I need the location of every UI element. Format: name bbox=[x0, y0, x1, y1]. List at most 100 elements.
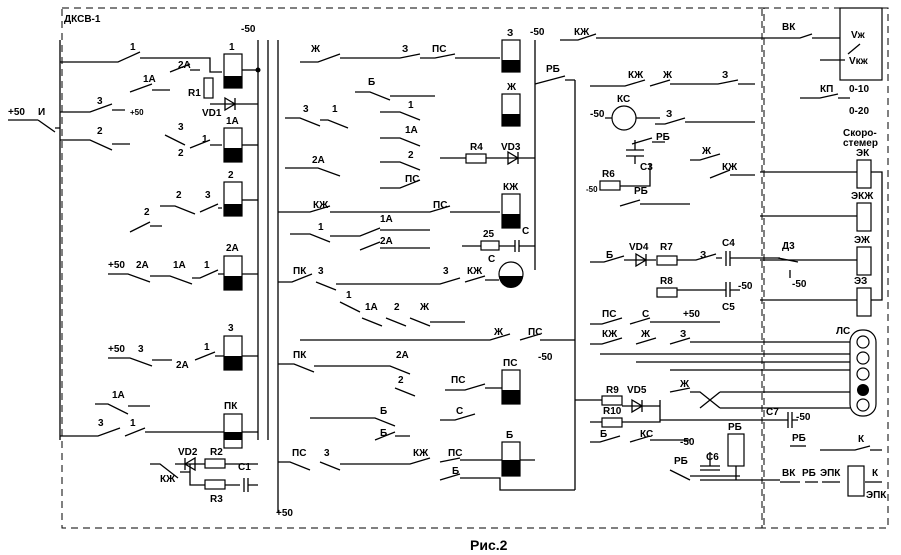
svg-text:VD2: VD2 bbox=[178, 447, 198, 458]
range-0-10: 0-10 bbox=[849, 84, 869, 95]
svg-text:R3: R3 bbox=[210, 494, 223, 505]
svg-text:1: 1 bbox=[408, 100, 414, 111]
svg-text:+50: +50 bbox=[108, 260, 125, 271]
svg-text:С6: С6 bbox=[706, 452, 719, 463]
relay-B-mid: Б bbox=[501, 430, 521, 477]
relay-PS: ПС bbox=[501, 358, 521, 405]
svg-text:-50: -50 bbox=[538, 352, 553, 363]
svg-text:1: 1 bbox=[318, 222, 324, 233]
svg-text:3: 3 bbox=[205, 190, 211, 201]
relay-3: 3 bbox=[223, 323, 243, 371]
svg-text:2А: 2А bbox=[176, 360, 189, 371]
svg-text:КЖ: КЖ bbox=[467, 266, 483, 277]
bus-p50-bottom: +50 bbox=[276, 508, 293, 519]
n25: 25 bbox=[483, 229, 495, 240]
svg-text:-50: -50 bbox=[738, 281, 753, 292]
svg-text:ПС: ПС bbox=[451, 375, 465, 386]
svg-text:R10: R10 bbox=[603, 406, 622, 417]
caption: Рис.2 bbox=[470, 537, 508, 553]
svg-text:2А: 2А bbox=[226, 243, 239, 254]
svg-text:3: 3 bbox=[318, 266, 324, 277]
svg-text:ПС: ПС bbox=[405, 174, 419, 185]
svg-text:ЭК: ЭК bbox=[856, 148, 870, 159]
svg-text:R6: R6 bbox=[602, 169, 615, 180]
relay-Zh: Ж bbox=[501, 82, 521, 127]
svg-text:ПС: ПС bbox=[528, 327, 542, 338]
svg-text:VD1: VD1 bbox=[202, 108, 222, 119]
svg-text:ЭКЖ: ЭКЖ bbox=[851, 191, 874, 202]
R6: R6 bbox=[599, 169, 621, 191]
cab-frame bbox=[761, 7, 889, 529]
contact-I: И bbox=[38, 107, 45, 118]
svg-text:З: З bbox=[402, 44, 408, 55]
R9: R9 bbox=[601, 385, 623, 406]
svg-text:2: 2 bbox=[178, 148, 184, 159]
svg-text:ПС: ПС bbox=[448, 448, 462, 459]
svg-text:1: 1 bbox=[332, 104, 338, 115]
R3: R3 bbox=[204, 479, 226, 505]
svg-text:ПК: ПК bbox=[224, 401, 238, 412]
svg-text:С: С bbox=[488, 254, 495, 265]
svg-text:КЖ: КЖ bbox=[413, 448, 429, 459]
svg-text:КС: КС bbox=[617, 94, 630, 105]
svg-text:РБ: РБ bbox=[802, 468, 816, 479]
svg-text:З: З bbox=[507, 28, 513, 39]
lamp-EZh bbox=[856, 246, 872, 276]
svg-text:3: 3 bbox=[324, 448, 330, 459]
svg-text:1А: 1А bbox=[112, 390, 125, 401]
lamp-EK bbox=[856, 159, 872, 189]
svg-text:Б: Б bbox=[380, 406, 387, 417]
svg-text:-50: -50 bbox=[796, 412, 811, 423]
svg-text:1А: 1А bbox=[365, 302, 378, 313]
svg-text:Ж: Ж bbox=[419, 302, 430, 313]
relay-PK: ПК bbox=[223, 401, 243, 449]
contact-3-r2: 3 bbox=[97, 96, 103, 107]
svg-text:C3: C3 bbox=[640, 162, 653, 173]
svg-text:КЖ: КЖ bbox=[628, 70, 644, 81]
R8: R8 bbox=[656, 276, 678, 298]
range-0-20: 0-20 bbox=[849, 106, 869, 117]
svg-text:С: С bbox=[456, 406, 463, 417]
svg-text:ЭПК: ЭПК bbox=[820, 468, 841, 479]
speedometer-2: стемер bbox=[843, 138, 878, 149]
svg-text:Ж: Ж bbox=[662, 70, 673, 81]
svg-text:VD3: VD3 bbox=[501, 142, 521, 153]
svg-text:С: С bbox=[642, 309, 649, 320]
svg-text:C5: C5 bbox=[722, 302, 735, 313]
relay-2: 2 bbox=[223, 170, 243, 217]
svg-text:КС: КС bbox=[640, 429, 653, 440]
EPK: ЭПК bbox=[847, 465, 887, 501]
svg-text:Б: Б bbox=[452, 466, 459, 477]
VD4: VD4 bbox=[624, 242, 656, 268]
svg-text:ЛС: ЛС bbox=[836, 326, 850, 337]
relay-2A: 2А bbox=[223, 243, 243, 291]
relay-RB: РБ bbox=[727, 422, 745, 467]
svg-text:КЖ: КЖ bbox=[602, 329, 618, 340]
C1: C1 bbox=[238, 462, 251, 473]
contact-2-r3: 2 bbox=[97, 126, 103, 137]
contact-2A-r1: 2А bbox=[178, 60, 191, 71]
svg-text:R8: R8 bbox=[660, 276, 673, 287]
svg-text:R2: R2 bbox=[210, 447, 223, 458]
input-plus50: +50 bbox=[8, 107, 25, 118]
C3: C3 bbox=[626, 140, 653, 173]
svg-text:2А: 2А bbox=[312, 155, 325, 166]
meter-vzh: Vж bbox=[851, 30, 866, 41]
svg-text:РБ: РБ bbox=[634, 186, 648, 197]
svg-text:Б: Б bbox=[368, 77, 375, 88]
VD5: VD5 bbox=[622, 385, 660, 414]
svg-text:1: 1 bbox=[204, 260, 210, 271]
svg-text:-50: -50 bbox=[792, 279, 807, 290]
svg-text:R7: R7 bbox=[660, 242, 673, 253]
contact-1A-r1: 1А bbox=[143, 74, 156, 85]
bus-m50-left: -50 bbox=[241, 24, 256, 35]
svg-text:2А: 2А bbox=[380, 236, 393, 247]
svg-text:З: З bbox=[666, 109, 672, 120]
svg-text:ВК: ВК bbox=[782, 22, 796, 33]
svg-text:Б: Б bbox=[380, 428, 387, 439]
svg-text:3: 3 bbox=[303, 104, 309, 115]
C6: С6 bbox=[700, 452, 720, 471]
relay-KZh: КЖ bbox=[501, 182, 521, 229]
dksv-frame bbox=[61, 7, 765, 529]
R1: R1 bbox=[188, 77, 214, 99]
